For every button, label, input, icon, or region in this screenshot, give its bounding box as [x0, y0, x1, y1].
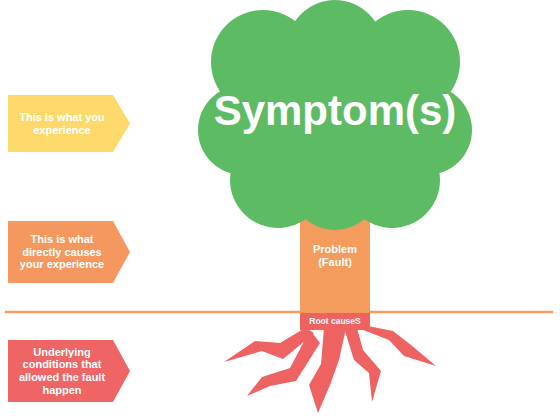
- root: [344, 328, 381, 402]
- tag-outline: [8, 221, 130, 283]
- level-tag: Underlying conditions that allowed the f…: [8, 340, 130, 402]
- tag-outline: [8, 340, 130, 402]
- cloud-lobe: [290, 140, 380, 230]
- node-label: Underlying conditions that allowed the f…: [12, 346, 112, 397]
- root: [309, 328, 346, 413]
- symptom-crown: Symptom(s): [198, 0, 472, 230]
- level-tag: This is what you experience: [8, 95, 130, 152]
- node-label: This is what directly causes your experi…: [12, 233, 112, 271]
- level-tag: This is what directly causes your experi…: [8, 221, 130, 283]
- roots: [224, 326, 436, 413]
- node-label: This is what you experience: [12, 111, 112, 136]
- ground-line: [5, 311, 553, 314]
- symptom-label: Symptom(s): [214, 87, 457, 135]
- root: [358, 326, 436, 366]
- tag-outline: [8, 95, 130, 152]
- root-cause-box: Root causeS: [300, 313, 370, 330]
- node-label: Root causeS: [309, 317, 361, 327]
- root: [247, 330, 320, 396]
- node-label: Problem (Fault): [302, 243, 368, 268]
